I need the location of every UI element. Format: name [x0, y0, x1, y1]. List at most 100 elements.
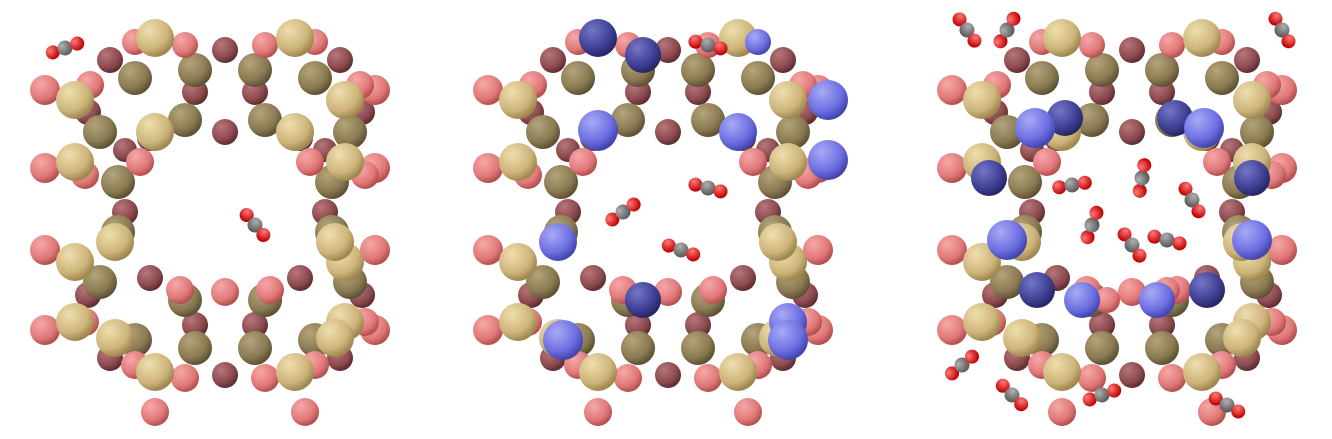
- co2-oxygen-atom: [686, 247, 701, 262]
- co2-molecule: [688, 34, 728, 56]
- silicon-atom-small: [681, 331, 715, 365]
- oxygen-atom-bridging: [212, 119, 238, 145]
- oxygen-atom-bridging: [1119, 37, 1145, 63]
- silicon-atom-small: [1240, 115, 1274, 149]
- oxygen-atom-bridging: [182, 312, 208, 338]
- co2-oxygen-atom: [1132, 248, 1147, 263]
- oxygen-atom-bridging: [655, 362, 681, 388]
- silicon-atom-large: [719, 353, 757, 391]
- co2-carbon-atom: [57, 40, 73, 56]
- oxygen-atom-bridging: [685, 312, 711, 338]
- substituted-atom-dark: [579, 19, 617, 57]
- oxygen-atom-terminal: [473, 315, 503, 345]
- co2-carbon-atom: [1124, 237, 1140, 253]
- co2-carbon-atom: [1219, 397, 1235, 413]
- co2-oxygen-atom: [239, 208, 254, 223]
- co2-carbon-atom: [959, 22, 975, 38]
- co2-carbon-atom: [1274, 22, 1290, 38]
- silicon-atom-large: [56, 81, 94, 119]
- co2-oxygen-atom: [605, 212, 620, 227]
- co2-molecule: [661, 238, 701, 262]
- oxygen-atom-terminal: [30, 75, 60, 105]
- co2-carbon-atom: [700, 180, 716, 196]
- oxygen-atom-terminal: [360, 235, 390, 265]
- substituted-atom-light: [768, 320, 808, 360]
- co2-oxygen-atom: [964, 349, 979, 364]
- oxygen-atom-terminal: [256, 276, 284, 304]
- substituted-atom-dark: [1234, 160, 1270, 196]
- silicon-atom-large: [326, 81, 364, 119]
- substituted-atom-dark: [625, 37, 661, 73]
- oxygen-atom-terminal: [937, 235, 967, 265]
- silicon-atom-large: [769, 143, 807, 181]
- oxygen-atom-terminal: [1094, 287, 1120, 313]
- oxygen-atom-bridging: [655, 37, 681, 63]
- co2-molecule: [239, 208, 271, 242]
- co2-oxygen-atom: [993, 34, 1008, 49]
- oxygen-atom-bridging: [1119, 119, 1145, 145]
- oxygen-atom-terminal: [171, 364, 199, 392]
- oxygen-atom-terminal: [614, 364, 642, 392]
- co2-oxygen-atom: [1178, 181, 1193, 196]
- silicon-atom-large: [1003, 319, 1041, 357]
- substituted-atom-light: [1064, 282, 1100, 318]
- oxygen-atom-bridging: [655, 119, 681, 145]
- oxygen-atom-bridging: [287, 265, 313, 291]
- co2-oxygen-atom: [1107, 383, 1122, 398]
- silicon-atom-small: [990, 115, 1024, 149]
- oxygen-atom-bridging: [242, 312, 268, 338]
- co2-oxygen-atom: [1089, 205, 1104, 220]
- co2-molecule: [1268, 11, 1296, 49]
- silicon-atom-small: [1145, 331, 1179, 365]
- co2-carbon-atom: [1094, 387, 1110, 403]
- oxygen-atom-terminal: [1078, 364, 1106, 392]
- silicon-atom-small: [238, 53, 272, 87]
- co2-oxygen-atom: [256, 227, 271, 242]
- oxygen-atom-terminal: [694, 364, 722, 392]
- oxygen-atom-bridging: [1234, 47, 1260, 73]
- co2-molecule: [945, 349, 979, 381]
- oxygen-atom-terminal: [739, 148, 767, 176]
- silicon-atom-large: [56, 143, 94, 181]
- substituted-atom-light: [1139, 282, 1175, 318]
- silicon-atom-large: [1233, 81, 1271, 119]
- co2-oxygen-atom: [1268, 11, 1283, 26]
- oxygen-atom-terminal: [734, 398, 762, 426]
- silicon-atom-large: [56, 243, 94, 281]
- silicon-atom-large: [136, 113, 174, 151]
- co2-molecule: [1117, 227, 1147, 263]
- co2-oxygen-atom: [1014, 397, 1029, 412]
- oxygen-atom-terminal: [937, 75, 967, 105]
- substituted-atom-dark: [1189, 272, 1225, 308]
- co2-molecule: [45, 36, 85, 60]
- co2-molecule: [1080, 205, 1104, 245]
- co2-carbon-atom: [1064, 177, 1080, 193]
- silicon-atom-large: [499, 243, 537, 281]
- co2-oxygen-atom: [1132, 183, 1147, 198]
- silicon-atom-large: [316, 223, 354, 261]
- oxygen-atom-terminal: [252, 32, 278, 58]
- oxygen-atom-terminal: [473, 235, 503, 265]
- silicon-atom-small: [526, 265, 560, 299]
- oxygen-atom-terminal: [166, 276, 194, 304]
- silicon-atom-large: [499, 81, 537, 119]
- oxygen-atom-terminal: [172, 32, 198, 58]
- substituted-atom-light: [1015, 108, 1055, 148]
- silicon-atom-small: [1145, 53, 1179, 87]
- co2-carbon-atom: [1084, 217, 1100, 233]
- silicon-atom-small: [681, 53, 715, 87]
- co2-molecule: [995, 378, 1029, 412]
- silicon-atom-small: [561, 61, 595, 95]
- oxygen-atom-terminal: [803, 235, 833, 265]
- oxygen-atom-bridging: [580, 265, 606, 291]
- co2-oxygen-atom: [1231, 404, 1246, 419]
- co2-carbon-atom: [700, 37, 716, 53]
- silicon-atom-small: [298, 61, 332, 95]
- oxygen-atom-terminal: [699, 276, 727, 304]
- silicon-atom-small: [1085, 53, 1119, 87]
- oxygen-atom-bridging: [212, 362, 238, 388]
- oxygen-atom-bridging: [327, 47, 353, 73]
- panel-3: [937, 11, 1297, 426]
- oxygen-atom-terminal: [1079, 32, 1105, 58]
